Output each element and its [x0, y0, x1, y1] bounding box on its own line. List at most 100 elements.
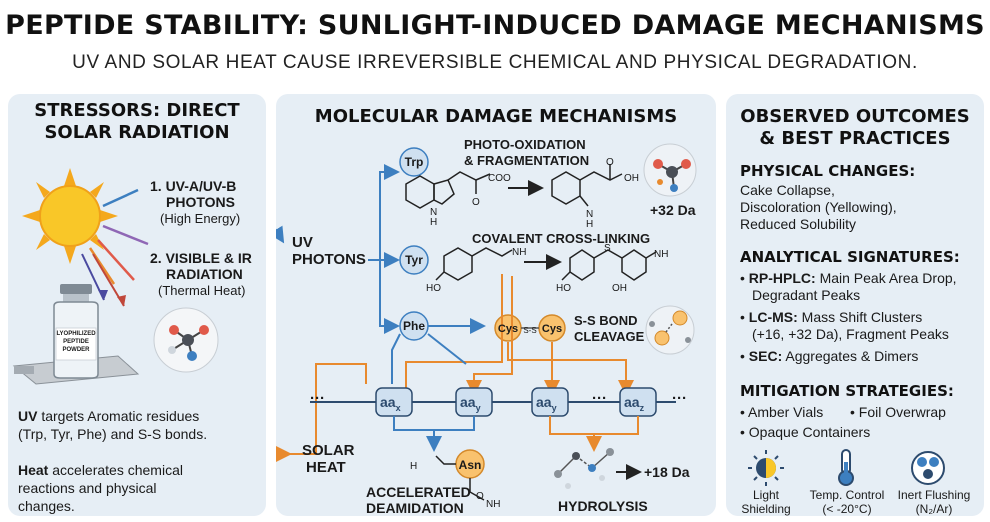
stressors-panel: STRESSORS: DIRECT SOLAR RADIATION: [8, 94, 266, 516]
sec-bold: SEC:: [748, 348, 783, 364]
mitigation-item-3-text: Opaque Containers: [748, 424, 871, 440]
stressors-title-line1: STRESSORS: DIRECT: [34, 100, 240, 121]
chain-ellipsis-right: ···: [672, 390, 687, 407]
chain-node-z-sub: z: [639, 402, 645, 413]
ss-bond: S-S: [523, 326, 537, 335]
main-title: PEPTIDE STABILITY: SUNLIGHT-INDUCED DAMA…: [5, 10, 985, 41]
stressor-uv-line2: PHOTONS: [166, 194, 235, 210]
heat-bold: Heat: [18, 462, 49, 478]
outcomes-panel: OBSERVED OUTCOMES & BEST PRACTICES PHYSI…: [726, 94, 984, 516]
thermometer-icon: [838, 449, 854, 486]
photo-oxidation-line2: & FRAGMENTATION: [464, 153, 590, 168]
photo-oxidation-line1: PHOTO-OXIDATION: [464, 137, 586, 152]
chain-node-z-label: aa: [624, 394, 640, 410]
icon1-label-line1: Light: [752, 488, 780, 502]
kyn-h: H: [586, 219, 594, 230]
kyn-n: N: [586, 209, 594, 220]
chain-node-y-sub: y: [475, 402, 481, 413]
phe-node: Phe: [402, 319, 425, 333]
deamidation-line1: ACCELERATED: [366, 484, 471, 500]
chain-node-y2: aay: [536, 394, 557, 417]
stressors-title: STRESSORS: DIRECT SOLAR RADIATION: [8, 100, 266, 144]
uv-bold: UV: [18, 408, 38, 424]
chain-ellipsis-mid: ···: [592, 390, 607, 407]
mass-oxidation: +32 Da: [650, 202, 696, 218]
physical-heading: PHYSICAL CHANGES:: [740, 162, 916, 180]
solar-heat-line2: HEAT: [306, 459, 346, 476]
inert-flushing-icon: [911, 451, 945, 485]
chain-node-x: aax: [380, 394, 401, 417]
heat-description-line2: reactions and physical: [18, 480, 157, 496]
mechanisms-panel: MOLECULAR DAMAGE MECHANISMS: [276, 94, 716, 516]
stressor-visible-line2: RADIATION: [166, 266, 243, 282]
crosslinking-label: COVALENT CROSS-LINKING: [472, 231, 651, 246]
uv-photons-line1: UV: [292, 234, 313, 251]
trp-n: N: [430, 207, 438, 218]
cys-node-2: Cys: [541, 323, 563, 335]
uv-photons-line2: PHOTONS: [292, 251, 366, 268]
vial-label-3: POWDER: [62, 347, 90, 353]
vial-label-1: LYOPHILIZED: [56, 331, 96, 337]
solar-heat-line1: SOLAR: [302, 442, 355, 459]
analytical-heading: ANALYTICAL SIGNATURES:: [740, 248, 960, 266]
lcms-text1: Mass Shift Clusters: [797, 309, 923, 325]
icon2-label-line1: Temp. Control: [809, 488, 885, 502]
chain-node-z: aaz: [624, 394, 644, 417]
trp-o: O: [472, 197, 480, 208]
icon3-label-line1: Inert Flushing: [897, 488, 971, 502]
hplc-line1: • RP-HPLC: Main Peak Area Drop,: [740, 270, 957, 286]
molecule-icon: [153, 307, 219, 373]
asn-h2n: H: [410, 461, 418, 472]
stressors-title-line2: SOLAR RADIATION: [44, 122, 230, 143]
chain-ellipsis-left: ···: [310, 390, 325, 407]
hplc-line2: Degradant Peaks: [752, 287, 861, 303]
mass-hydrolysis: +18 Da: [644, 464, 690, 480]
icon2-label-line2: (< -20°C): [822, 502, 872, 516]
chain-node-x-label: aa: [380, 394, 396, 410]
product-ho: HO: [556, 283, 571, 294]
tyr-nh2: NH: [512, 247, 527, 258]
heat-description-line1: Heat accelerates chemical: [18, 462, 183, 479]
trp-h: H: [430, 217, 438, 228]
ss-cleavage-line1: S-S BOND: [574, 313, 638, 328]
hplc-bold: RP-HPLC:: [748, 270, 816, 286]
icon3-label-line2: (N₂/Ar): [915, 502, 953, 516]
uv-description-line1: UV targets Aromatic residues: [18, 408, 199, 425]
uv-text1: targets Aromatic residues: [37, 408, 200, 424]
lcms-line2: (+16, +32 Da), Fragment Peaks: [752, 326, 949, 342]
mitigation-item-1: • Amber Vials: [740, 404, 824, 420]
mechanisms-title: MOLECULAR DAMAGE MECHANISMS: [314, 106, 678, 127]
mitigation-item-1-text: Amber Vials: [748, 404, 824, 420]
asn-nh2: NH: [486, 499, 501, 510]
stressor-visible-line1: 2. VISIBLE & IR: [150, 250, 252, 266]
chain-node-y-label: aa: [460, 394, 476, 410]
chain-node-y2-label: aa: [536, 394, 552, 410]
trp-node: Trp: [404, 155, 424, 169]
asn-node: Asn: [458, 458, 482, 472]
outcomes-title-line1: OBSERVED OUTCOMES: [740, 106, 970, 127]
hplc-text1: Main Peak Area Drop,: [815, 270, 957, 286]
physical-item-2: Discoloration (Yellowing),: [740, 199, 897, 215]
outcomes-title-line2: & BEST PRACTICES: [759, 128, 951, 149]
ss-cleavage-line2: CLEAVAGE: [574, 329, 645, 344]
vial-label-2: PEPTIDE: [63, 339, 89, 345]
mitigation-item-2-text: Foil Overwrap: [858, 404, 946, 420]
trp-coo: COO: [488, 173, 511, 184]
sec-line: • SEC: Aggregates & Dimers: [740, 348, 919, 364]
physical-item-1: Cake Collapse,: [740, 182, 835, 198]
heat-description-line3: changes.: [18, 498, 75, 514]
stressor-uv-note: (High Energy): [160, 211, 241, 226]
outcomes-title: OBSERVED OUTCOMES & BEST PRACTICES: [726, 106, 984, 150]
stressor-uv-line1: 1. UV-A/UV-B: [150, 178, 237, 194]
product-nh2: NH: [654, 249, 669, 260]
mitigation-item-3: • Opaque Containers: [740, 424, 871, 440]
mitigation-icons: [748, 449, 945, 486]
tyr-ho: HO: [426, 283, 441, 294]
light-shielding-icon: [748, 450, 784, 486]
product-s: S: [604, 243, 611, 254]
heat-text1: accelerates chemical: [48, 462, 183, 478]
chain-node-y2-sub: y: [551, 402, 557, 413]
hydrolysis-label: HYDROLYSIS: [558, 498, 648, 514]
uv-description-line2: (Trp, Tyr, Phe) and S-S bonds.: [18, 426, 208, 442]
mechanisms-graphics: [276, 143, 697, 501]
